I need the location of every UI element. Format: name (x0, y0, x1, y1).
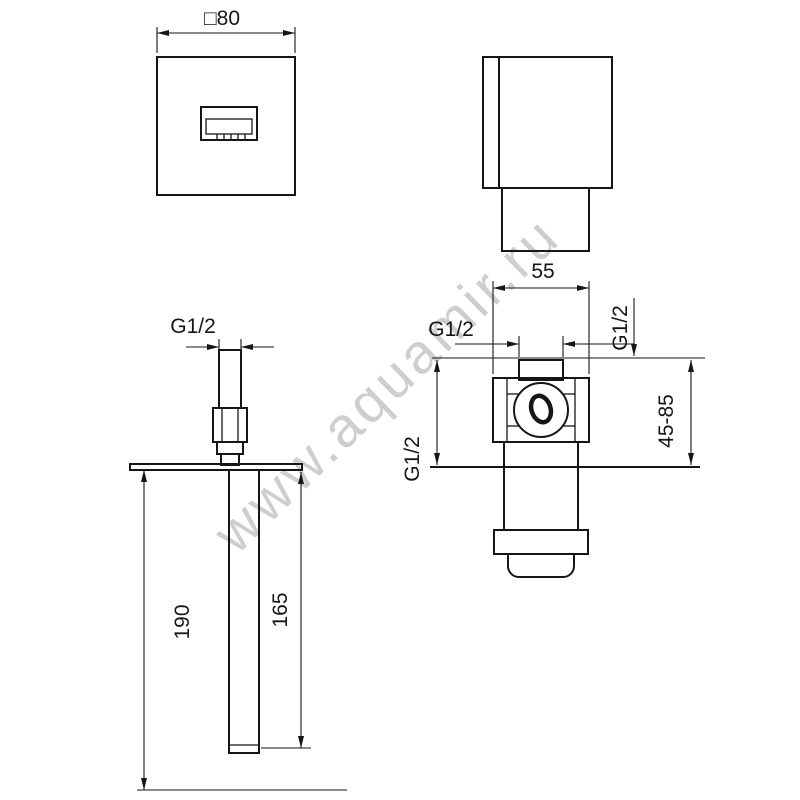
connector-nut (212, 407, 248, 443)
adapter-upper (216, 441, 244, 455)
spout-body (228, 469, 260, 754)
total-length-label: 190 (171, 604, 194, 639)
top-thread-label: G1/2 (428, 318, 474, 341)
spout-mouth (205, 118, 253, 135)
front-view: □80 (156, 7, 296, 196)
dim-inlet-thread: G1/2 (170, 315, 274, 353)
valve-flange (493, 529, 589, 555)
side-thread-label: G1/2 (609, 305, 632, 351)
depth-range-label: 45-85 (655, 394, 678, 448)
dim-side-thread: G1/2 (609, 298, 637, 356)
watermark: www.aquamir.ru (200, 203, 571, 565)
dim-depth-range: 45-85 (655, 360, 694, 465)
cartridge-circle (513, 382, 569, 438)
bottom-thread-label: G1/2 (401, 436, 424, 482)
dim-bottom-thread: G1/2 (401, 360, 440, 482)
inlet-thread-label: G1/2 (170, 315, 216, 338)
spout-opening (200, 106, 258, 141)
side-view (482, 56, 613, 252)
spout-drop-profile (501, 187, 590, 252)
supply-pipe (218, 349, 242, 409)
valve-lower-body (503, 441, 579, 531)
dim-body-width: 55 (492, 260, 590, 374)
ceiling-plate-edge (129, 463, 303, 471)
dim-plate-size: □80 (156, 7, 296, 53)
dim-top-thread: G1/2 (428, 318, 634, 357)
valve-bottom-port (507, 553, 575, 578)
dim-spout-length: 165 (261, 472, 311, 749)
dim-total-length: 190 (137, 470, 347, 791)
aerator-slots (216, 134, 246, 140)
wall-plate-front (156, 56, 296, 196)
spout-arm-profile (482, 56, 613, 189)
valve-top-port (518, 359, 564, 381)
spout-section-view: G1/2 190 165 (129, 315, 347, 791)
body-width-label: 55 (531, 260, 554, 283)
spout-length-label: 165 (269, 592, 292, 627)
cartridge-stem (528, 393, 554, 425)
valve-section-view: 55 G1/2 G1/2 G1/2 (401, 260, 705, 578)
plate-size-label: □80 (204, 7, 240, 30)
